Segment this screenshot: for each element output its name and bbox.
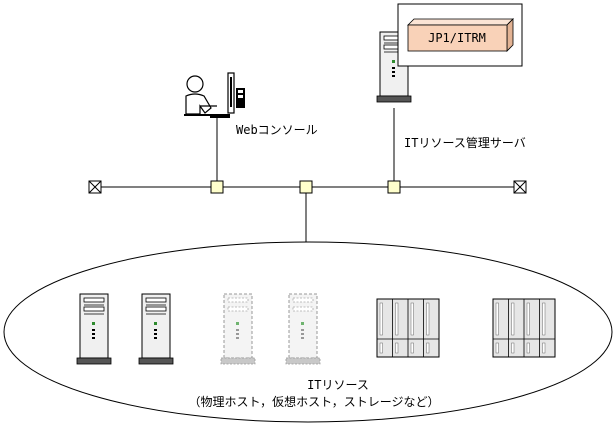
terminator-icon: [513, 180, 527, 194]
connector-management-server: [387, 180, 401, 194]
storage-array-icon: [376, 298, 440, 358]
product-panel: JP1/ITRM: [397, 3, 523, 67]
virtual-host-icon: [220, 293, 256, 365]
web-console-label: Webコンソール: [236, 123, 318, 137]
virtual-host-icon: [285, 293, 321, 365]
terminator-icon: [88, 180, 102, 194]
it-resource-detail: （物理ホスト，仮想ホスト，ストレージなど）: [188, 394, 439, 409]
storage-array-icon: [492, 298, 556, 358]
user-at-pc-icon: [184, 72, 245, 118]
it-resource-label: ITリソース: [307, 378, 369, 392]
physical-host-icon: [76, 293, 112, 365]
product-name: JP1/ITRM: [428, 31, 486, 45]
connector-web-console: [210, 180, 224, 194]
connector-it-resource: [299, 180, 313, 194]
physical-host-icon: [138, 293, 174, 365]
management-server-label: ITリソース管理サーバ: [404, 135, 526, 150]
